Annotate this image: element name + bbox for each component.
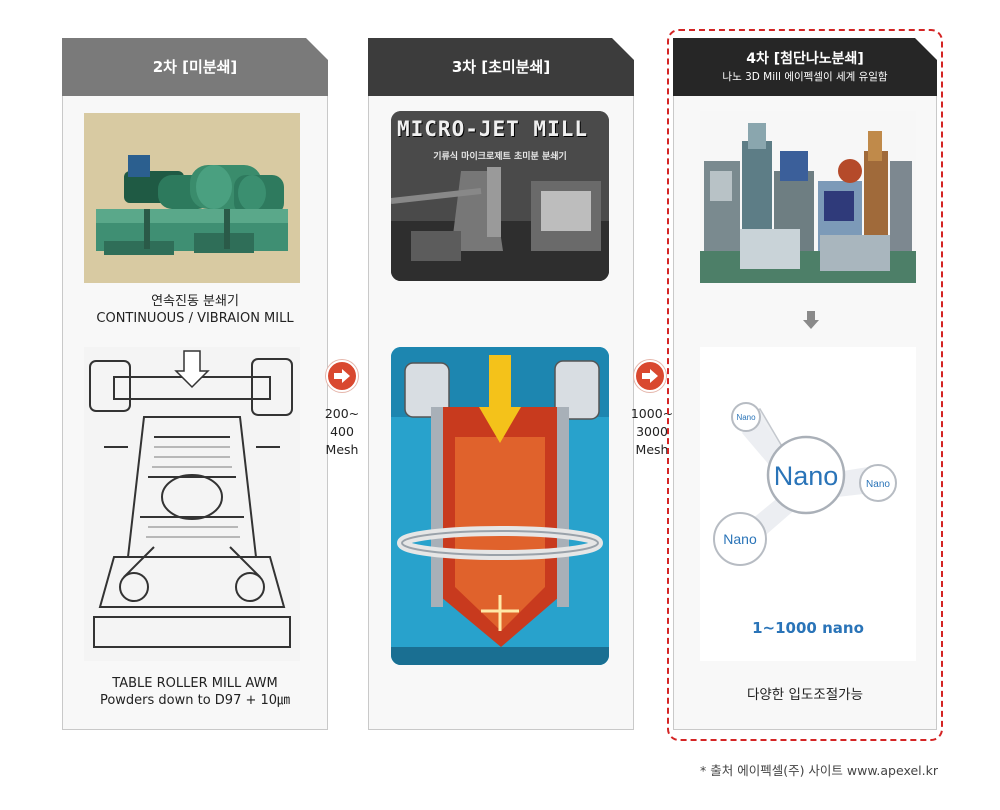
nano-label-right: Nano	[866, 479, 890, 490]
table-roller-mill-photo	[84, 347, 300, 661]
vibration-mill-photo	[84, 113, 300, 283]
table-roller-mill-caption: TABLE ROLLER MILL AWM Powders down to D9…	[99, 676, 291, 708]
table-roller-mill-drawing	[84, 347, 300, 661]
nano-label-large: Nano	[774, 461, 839, 491]
mesh-range-label: 200~ 400 Mesh	[324, 406, 360, 457]
jet-mill-cutaway-illustration	[391, 347, 609, 665]
micro-jet-mill-photo: MICRO-JET MILL 기류식 마이크로제트 초미분 분쇄기	[391, 111, 609, 281]
next-stage-arrow-icon	[634, 360, 666, 392]
column-nano-milling: 4차 [첨단나노분쇄] 나노 3D Mill 에이펙셀이 세계 유일함	[673, 38, 937, 730]
column-secondary-milling: 2차 [미분쇄] 연속진동 분쇄기 CONTINUOUS / VIBRAION …	[62, 38, 328, 730]
column-title: 4차 [첨단나노분쇄]	[746, 51, 864, 67]
nano-caption: 다양한 입도조절가능	[746, 687, 864, 703]
micro-jet-mill-subtitle: 기류식 마이크로제트 초미분 분쇄기	[433, 152, 567, 162]
mesh-range-label: 1000~ 3000 Mesh	[630, 406, 674, 457]
vibration-mill-caption: 연속진동 분쇄기 CONTINUOUS / VIBRAION MILL	[96, 294, 294, 326]
column-ultrafine-milling: 3차 [초미분쇄] MICRO-JET MILL 기류식 마이크로제트 초미분 …	[368, 38, 634, 730]
column-header: 3차 [초미분쇄]	[368, 38, 634, 96]
nano-label-small: Nano	[736, 413, 756, 422]
column-header: 2차 [미분쇄]	[62, 38, 328, 96]
micro-jet-mill-illustration	[391, 111, 609, 281]
nano-size-range: 1~1000 nano	[752, 619, 864, 637]
jet-mill-cutaway-photo	[391, 347, 609, 665]
nano-particle-diagram: Nano Nano Nano Nano	[713, 402, 897, 566]
next-stage-arrow-icon	[326, 360, 358, 392]
column-title: 3차 [초미분쇄]	[451, 58, 551, 76]
column-subtitle: 나노 3D Mill 에이펙셀이 세계 유일함	[722, 71, 888, 83]
column-title: 2차 [미분쇄]	[152, 58, 238, 76]
source-note: * 출처 에이펙셀(주) 사이트 www.apexel.kr	[700, 763, 938, 778]
column-header: 4차 [첨단나노분쇄] 나노 3D Mill 에이펙셀이 세계 유일함	[673, 38, 937, 96]
nano-equipment-collage	[700, 111, 916, 283]
down-arrow-icon	[803, 311, 819, 333]
nano-diagram-panel: Nano Nano Nano Nano 1~1000 nano	[700, 347, 916, 661]
vibration-mill-illustration	[84, 113, 300, 283]
nano-label-left: Nano	[723, 531, 757, 547]
micro-jet-mill-title: MICRO-JET MILL	[397, 117, 589, 141]
nano-equipment-photo	[700, 111, 916, 283]
highlight-border	[667, 29, 943, 741]
